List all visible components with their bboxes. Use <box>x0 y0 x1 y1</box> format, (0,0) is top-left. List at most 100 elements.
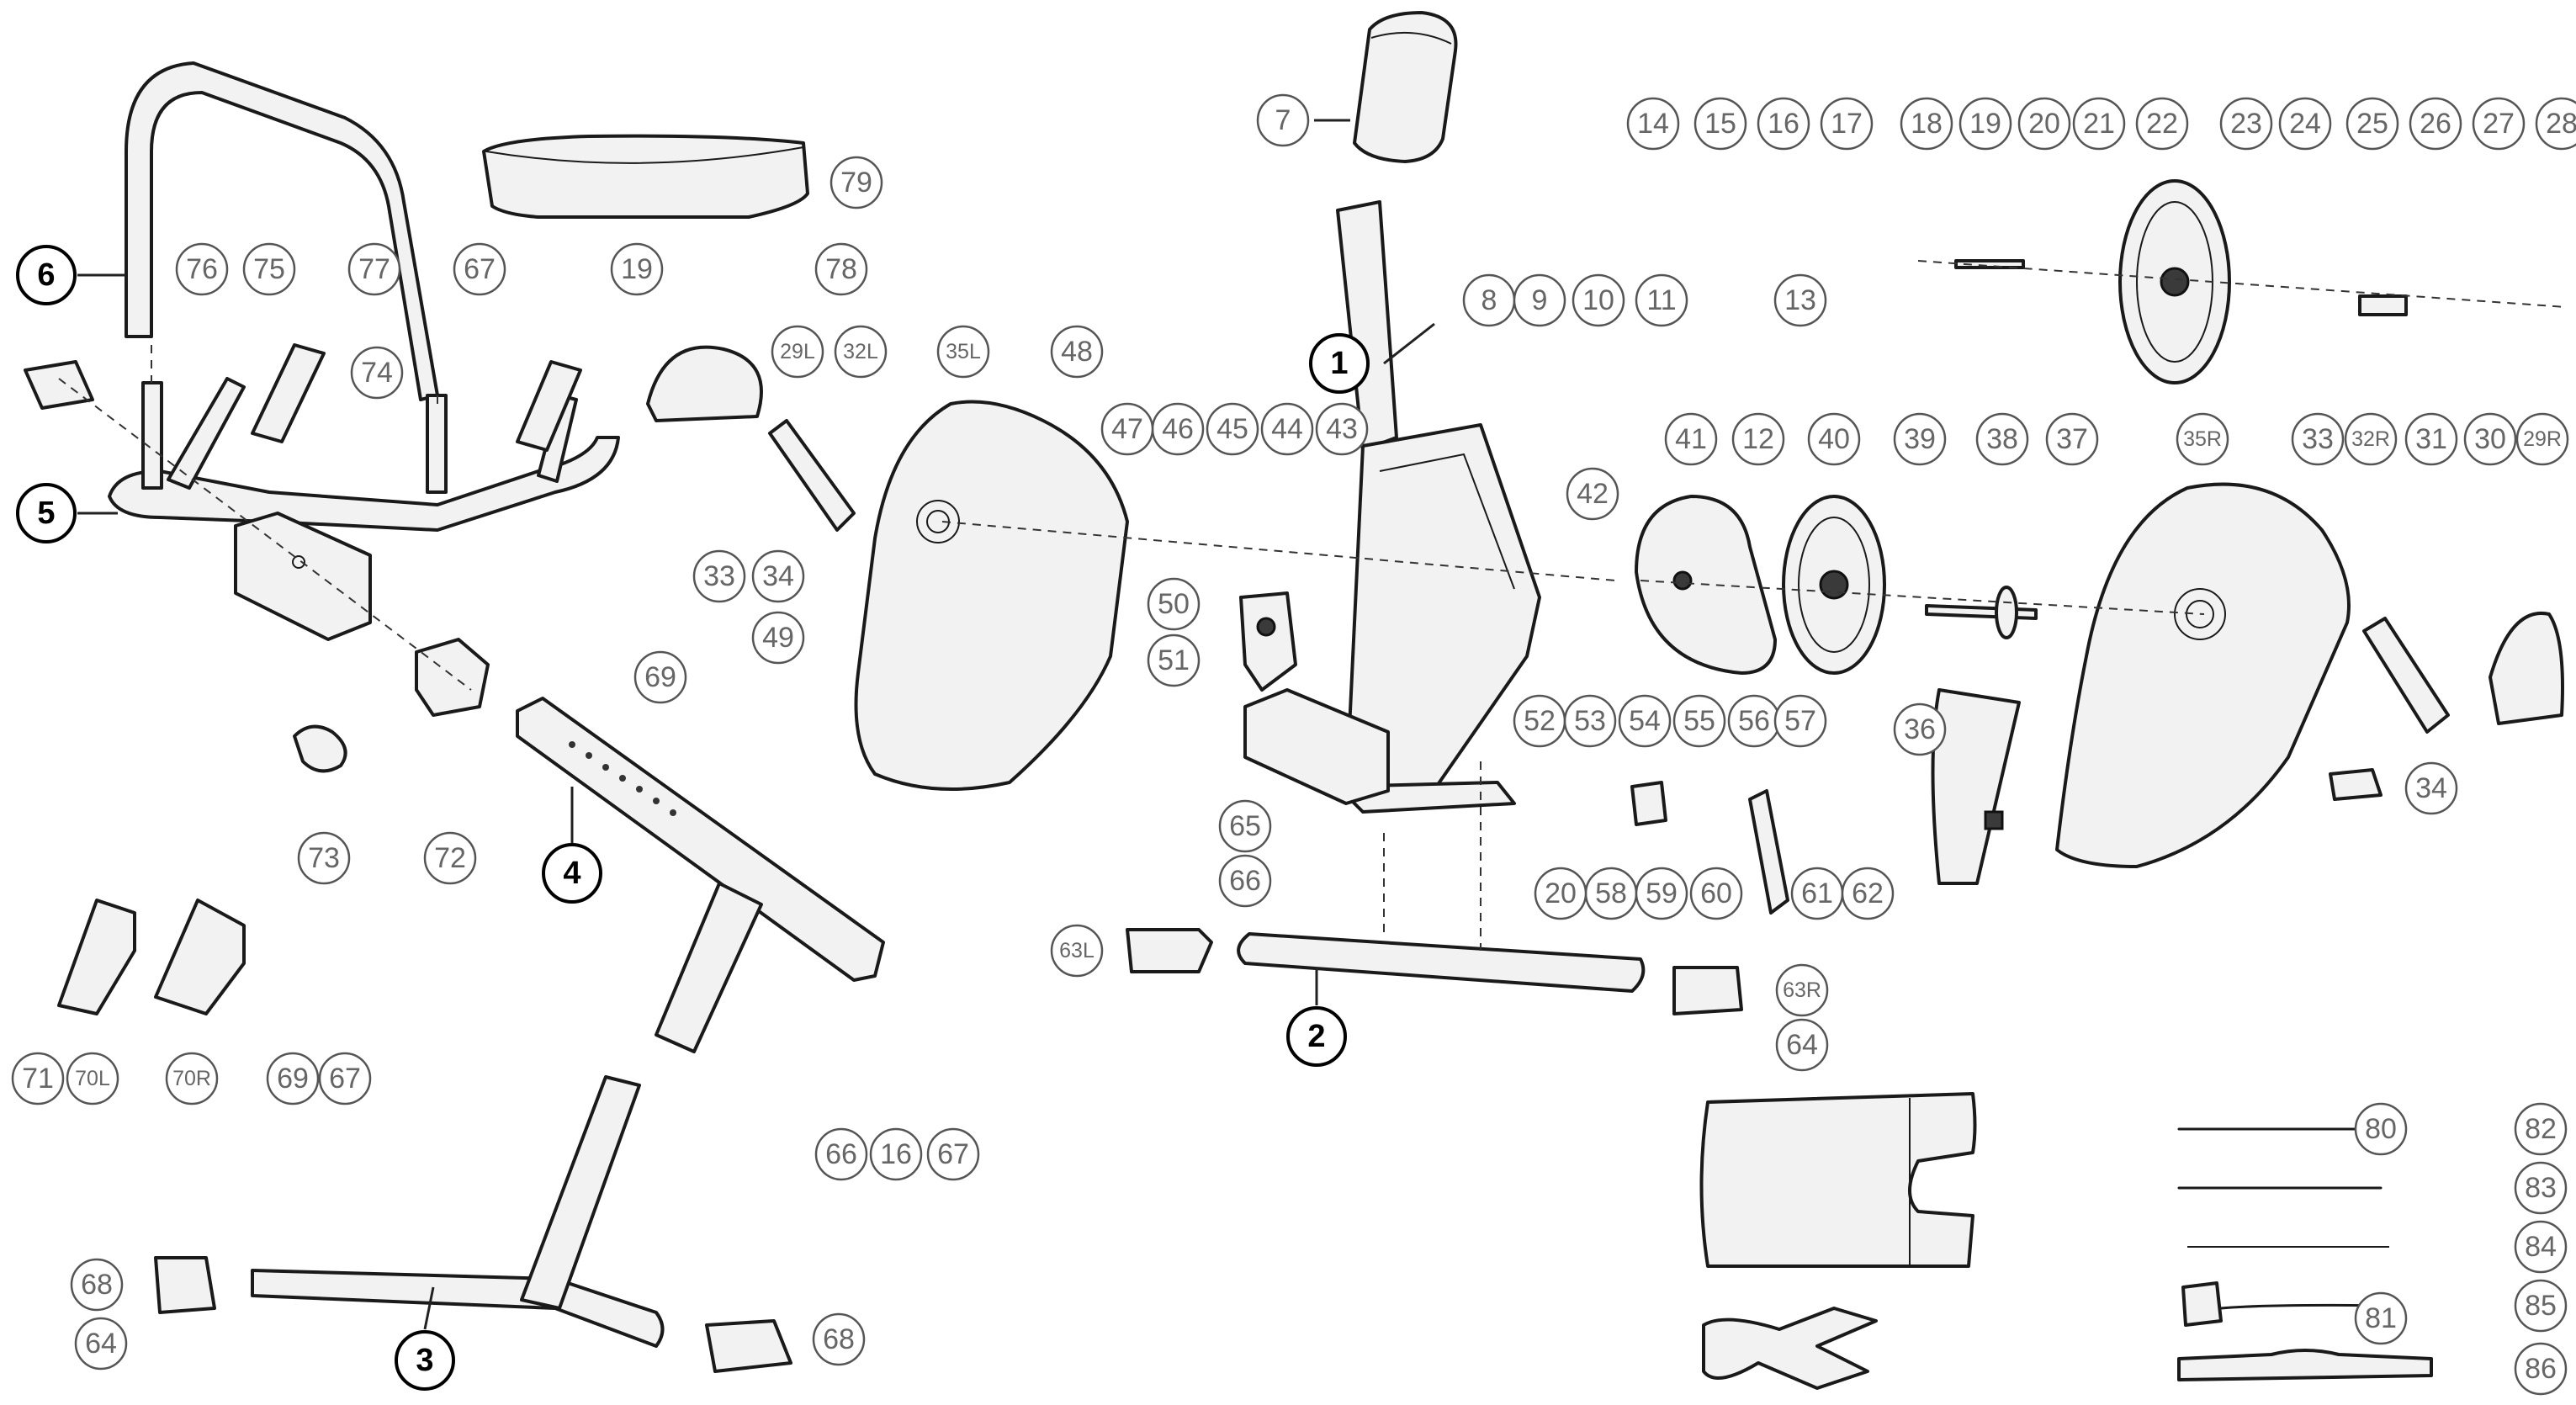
callout-6: 6 <box>16 245 77 305</box>
callout-45: 45 <box>1206 402 1259 456</box>
callout-21: 21 <box>2072 97 2126 151</box>
callout-83: 83 <box>2514 1161 2568 1215</box>
callout-leader-1 <box>1383 322 1435 365</box>
callout-label: 17 <box>1831 108 1863 140</box>
top-cap <box>24 360 94 410</box>
callout-circle <box>1773 273 1827 327</box>
bracket-left <box>57 899 136 1015</box>
callout-label: 11 <box>1646 284 1676 316</box>
callout-circle <box>1807 412 1861 466</box>
callout-20: 20 <box>2017 97 2071 151</box>
callout-circle <box>1893 412 1947 466</box>
callout-label: 69 <box>644 661 676 693</box>
callout-61: 61 <box>1790 867 1844 920</box>
callout-16: 16 <box>1757 97 1810 151</box>
slide-rail-post <box>655 882 763 1053</box>
pedal-strap-clip <box>2329 768 2383 801</box>
callout-circle <box>1672 694 1726 748</box>
callout-66: 66 <box>1218 854 1272 908</box>
front-endcap-right <box>705 1319 792 1373</box>
rear-endcap-right <box>1672 966 1743 1015</box>
callout-circle <box>2409 97 2462 151</box>
callout-label: 41 <box>1675 423 1707 455</box>
callout-leaders <box>77 119 1435 1330</box>
callout-label: 32R <box>2351 427 2390 451</box>
callout-77: 77 <box>347 242 401 296</box>
callout-label: 13 <box>1784 284 1816 316</box>
callout-circle <box>2219 97 2273 151</box>
callout-label: 52 <box>1524 705 1556 737</box>
callout-63L: 63L <box>1050 924 1104 978</box>
callout-label: 49 <box>762 622 794 654</box>
callout-circle <box>2515 412 2569 466</box>
callout-circle <box>2514 1102 2568 1156</box>
callout-label: 19 <box>621 253 653 285</box>
callout-label: 67 <box>937 1138 969 1170</box>
callout-label: 23 <box>2230 108 2262 140</box>
callout-label: 50 <box>1158 588 1190 620</box>
callout-38: 38 <box>1975 412 2029 466</box>
callout-circle <box>2017 97 2071 151</box>
rear-stabilizer <box>1237 932 1646 993</box>
callout-label: 5 <box>37 496 55 531</box>
callout-12: 12 <box>1731 412 1785 466</box>
callout-label: 44 <box>1271 413 1303 445</box>
callout-circle <box>318 1052 372 1105</box>
callout-85: 85 <box>2514 1279 2568 1333</box>
callout-circle <box>1534 867 1587 920</box>
callout-label: 81 <box>2365 1302 2397 1334</box>
callout-circle <box>2404 761 2458 815</box>
callout-67: 67 <box>318 1052 372 1105</box>
callout-4: 4 <box>542 843 602 904</box>
callout-circle <box>2278 97 2332 151</box>
callout-circle <box>1260 402 1314 456</box>
callout-circle <box>830 156 883 209</box>
callout-66: 66 <box>814 1127 868 1181</box>
callout-28: 28 <box>2535 97 2576 151</box>
callout-circle <box>1218 854 1272 908</box>
callout-circle <box>165 1052 219 1105</box>
callout-circle <box>2354 1291 2408 1345</box>
callout-label: 76 <box>186 253 218 285</box>
callout-circle <box>2291 412 2345 466</box>
callout-circle <box>2514 1342 2568 1396</box>
callout-circle <box>266 1052 320 1105</box>
callout-37: 37 <box>2045 412 2099 466</box>
slider-box <box>415 638 490 717</box>
callout-label: 26 <box>2420 108 2451 140</box>
callout-68: 68 <box>812 1312 866 1366</box>
callout-circle <box>453 242 506 296</box>
callout-circle <box>1147 634 1201 687</box>
pedal-right <box>2489 611 2564 725</box>
callout-label: 85 <box>2525 1290 2557 1322</box>
callout-circle <box>814 1127 868 1181</box>
callout-35R: 35R <box>2176 412 2229 466</box>
handle-strap <box>2177 1349 2433 1381</box>
callout-circle <box>633 650 687 704</box>
front-endcap-left <box>154 1256 216 1314</box>
callout-label: 42 <box>1577 478 1609 510</box>
backrest-frame <box>125 61 439 401</box>
seat-frame-arm-left <box>167 377 246 490</box>
seat-bracket <box>234 512 372 641</box>
callout-71: 71 <box>11 1052 65 1105</box>
slide-rail-holes <box>569 741 676 816</box>
callout-circle <box>1050 325 1104 379</box>
callout-circle <box>814 242 868 296</box>
callout-circle <box>1731 412 1785 466</box>
callout-label: 62 <box>1852 877 1884 909</box>
callout-label: 78 <box>825 253 857 285</box>
callout-circle <box>1309 333 1370 394</box>
callout-label: 9 <box>1532 284 1548 316</box>
callout-circle <box>16 245 77 305</box>
callout-label: 56 <box>1738 705 1770 737</box>
callout-circle <box>2344 412 2398 466</box>
callout-circle <box>751 549 805 603</box>
callout-circle <box>423 831 477 885</box>
callout-label: 35L <box>946 340 981 363</box>
callout-label: 70L <box>75 1067 110 1090</box>
callout-5: 5 <box>16 483 77 543</box>
callout-80: 80 <box>2354 1102 2408 1156</box>
callout-label: 43 <box>1326 413 1358 445</box>
